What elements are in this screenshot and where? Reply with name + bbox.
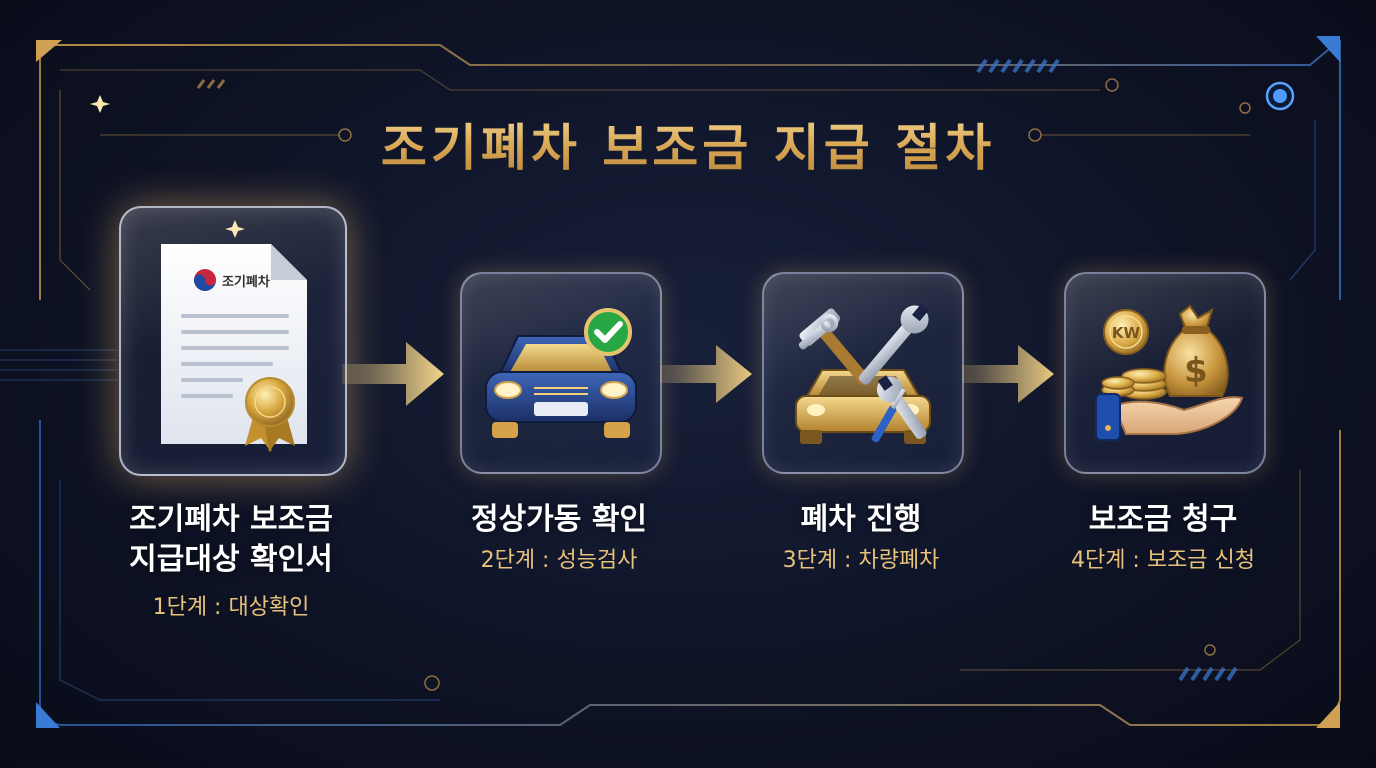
step-4-subtitle: 4단계 : 보조금 신청 [1070, 548, 1256, 573]
step-4-card: $ KW [1064, 272, 1266, 474]
certificate-document-icon: 조기폐차 [161, 244, 307, 452]
step-3-card [762, 272, 964, 474]
step-4-title: 보조금 청구 [1088, 502, 1238, 537]
car-check-icon [485, 308, 637, 438]
bag-symbol: $ [1184, 351, 1208, 391]
money-bag-hand-icon: $ KW [1095, 304, 1244, 441]
step-1-card: 조기폐차 [119, 206, 347, 476]
step-3-title: 폐차 진행 [800, 502, 922, 537]
step-1-title-line2: 지급대상 확인서 [129, 542, 333, 577]
step-1-title: 조기폐차 보조금 지급대상 확인서 [90, 500, 372, 580]
arrow-icon [660, 345, 752, 403]
step-2-card [460, 272, 662, 474]
coin-label: KW [1112, 324, 1141, 342]
arrow-icon [342, 342, 444, 406]
step-2-title: 정상가동 확인 [470, 502, 648, 537]
step-1-title-line1: 조기폐차 보조금 [129, 502, 333, 537]
arrow-icon [962, 345, 1054, 403]
step-3-subtitle: 3단계 : 차량폐차 [782, 548, 940, 573]
step-2-subtitle: 2단계 : 성능검사 [480, 548, 638, 573]
page-title: 조기폐차 보조금 지급 절차 [0, 108, 1376, 180]
tools-car-icon [795, 304, 931, 444]
step-1-subtitle: 1단계 : 대상확인 [152, 595, 310, 620]
document-header-text: 조기폐차 [222, 274, 270, 290]
